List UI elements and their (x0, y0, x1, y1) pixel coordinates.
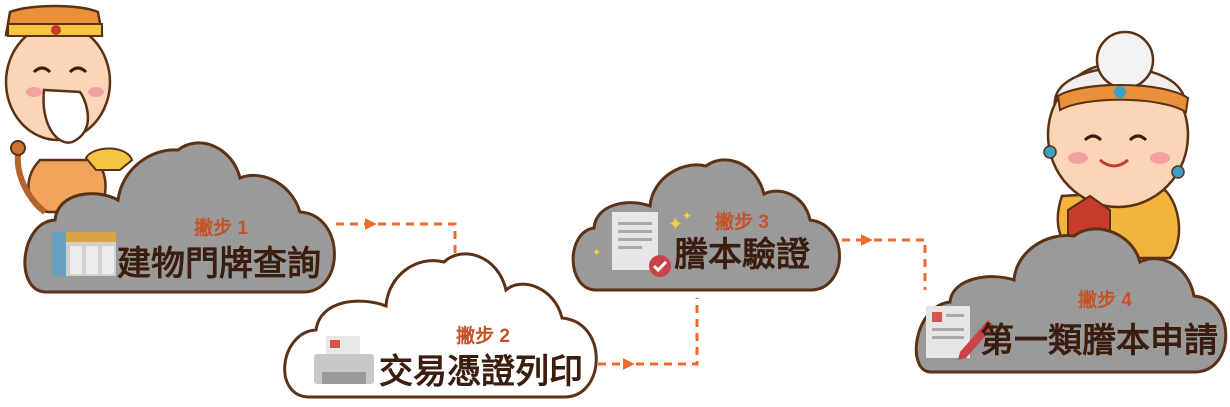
connector-2-3 (598, 298, 699, 370)
step-4-label: 撇步 4 (1078, 288, 1132, 311)
sparkle-icon-small: ✦ (682, 209, 692, 223)
table-icon (52, 232, 116, 276)
step-3-label: 撇步 3 (715, 210, 769, 233)
step-2-title: 交易憑證列印 (379, 352, 583, 391)
document-edit-icon (926, 306, 994, 360)
step-1-cloud[interactable]: 撇步 1 建物門牌查詢 (23, 141, 336, 294)
sparkle-icon: ✦ (668, 214, 683, 234)
step-3-title: 謄本驗證 (674, 235, 811, 274)
old-man-mascot (4, 4, 134, 215)
step-2-label: 撇步 2 (456, 324, 510, 347)
step-4-cloud[interactable]: 撇步 4 第一類謄本申請 (914, 227, 1228, 374)
step-4-title: 第一類謄本申請 (980, 321, 1218, 360)
sparkle-icon-left: ✦ (592, 247, 601, 259)
step-1-label: 撇步 1 (194, 216, 248, 239)
step-3-cloud[interactable]: ✦ ✦ ✦ 撇步 3 謄本驗證 (571, 158, 841, 292)
old-lady-mascot (1043, 30, 1190, 260)
step-2-cloud[interactable]: 撇步 2 交易憑證列印 (283, 252, 598, 399)
document-check-icon: ✦ ✦ ✦ (592, 209, 692, 277)
step-1-title: 建物門牌查詢 (117, 244, 321, 283)
printer-icon (314, 336, 374, 384)
connector-3-4 (842, 234, 927, 290)
connector-1-2 (336, 218, 457, 262)
